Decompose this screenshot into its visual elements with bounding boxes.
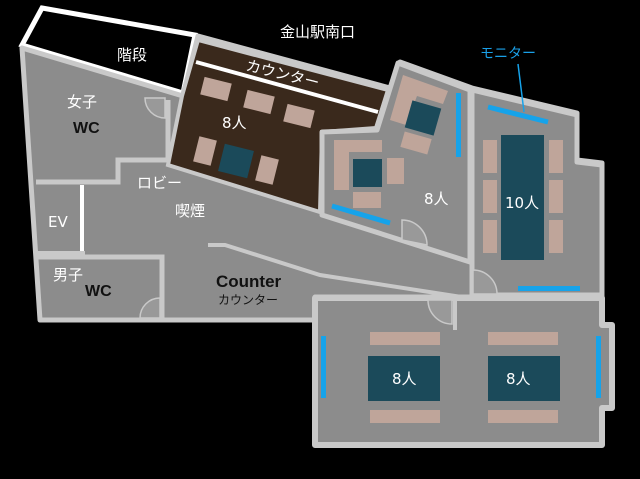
stairs-label: 階段: [117, 46, 147, 64]
table: [404, 100, 442, 136]
women-wc-wall: [36, 100, 171, 185]
seat: [255, 155, 279, 185]
monitor-label: モニター: [480, 46, 536, 62]
seat: [483, 140, 497, 173]
table: [353, 159, 382, 187]
room-capacity: 8人: [506, 370, 531, 388]
table: [501, 135, 544, 260]
smoking-label: 喫煙: [175, 202, 205, 220]
monitor: [331, 203, 391, 226]
door-icon: [401, 219, 428, 246]
station-exit-label: 金山駅南口: [280, 23, 355, 41]
seat: [549, 220, 563, 253]
door-icon: [139, 297, 161, 319]
room-capacity: 8人: [392, 370, 417, 388]
seat: [193, 136, 217, 166]
counter-label-jp: カウンター: [218, 293, 278, 307]
room-capacity: 10人: [505, 194, 539, 212]
lobby-label: ロビー: [137, 174, 182, 192]
door-icon: [472, 269, 498, 295]
seat: [283, 103, 315, 129]
seat: [370, 410, 440, 423]
monitor: [321, 336, 326, 398]
room-capacity: 8人: [424, 190, 449, 208]
monitor: [456, 93, 461, 157]
bar-counter: [195, 60, 379, 114]
seat: [549, 140, 563, 173]
door-icon: [144, 97, 166, 119]
monitor: [487, 104, 549, 125]
door-icon: [427, 299, 453, 325]
seat: [370, 332, 440, 345]
seat: [390, 75, 448, 125]
seat: [334, 140, 349, 190]
monitor: [518, 286, 580, 291]
women-wc-label: 女子: [67, 93, 97, 111]
women-wc-label-en: WC: [73, 120, 100, 137]
table: [218, 143, 254, 179]
counter-label-en: Counter: [216, 272, 282, 291]
seat: [488, 332, 558, 345]
seat: [200, 76, 232, 102]
seat: [387, 158, 404, 184]
counter-wall: [208, 243, 469, 300]
seat: [488, 410, 558, 423]
seat: [549, 180, 563, 213]
seat: [483, 220, 497, 253]
seat: [353, 192, 381, 208]
ev-label: EV: [48, 213, 68, 231]
men-wc-label: 男子: [53, 266, 83, 284]
meeting-room-bottom: [312, 295, 615, 448]
monitor: [596, 336, 601, 398]
table: [368, 356, 440, 401]
seat: [400, 131, 432, 155]
monitor-callout-line: [517, 63, 525, 113]
seat: [483, 180, 497, 213]
table: [488, 356, 560, 401]
men-wc-label-en: WC: [85, 283, 112, 300]
seat: [243, 89, 275, 115]
room-capacity: 8人: [222, 114, 247, 132]
men-wc-wall: [38, 254, 165, 318]
